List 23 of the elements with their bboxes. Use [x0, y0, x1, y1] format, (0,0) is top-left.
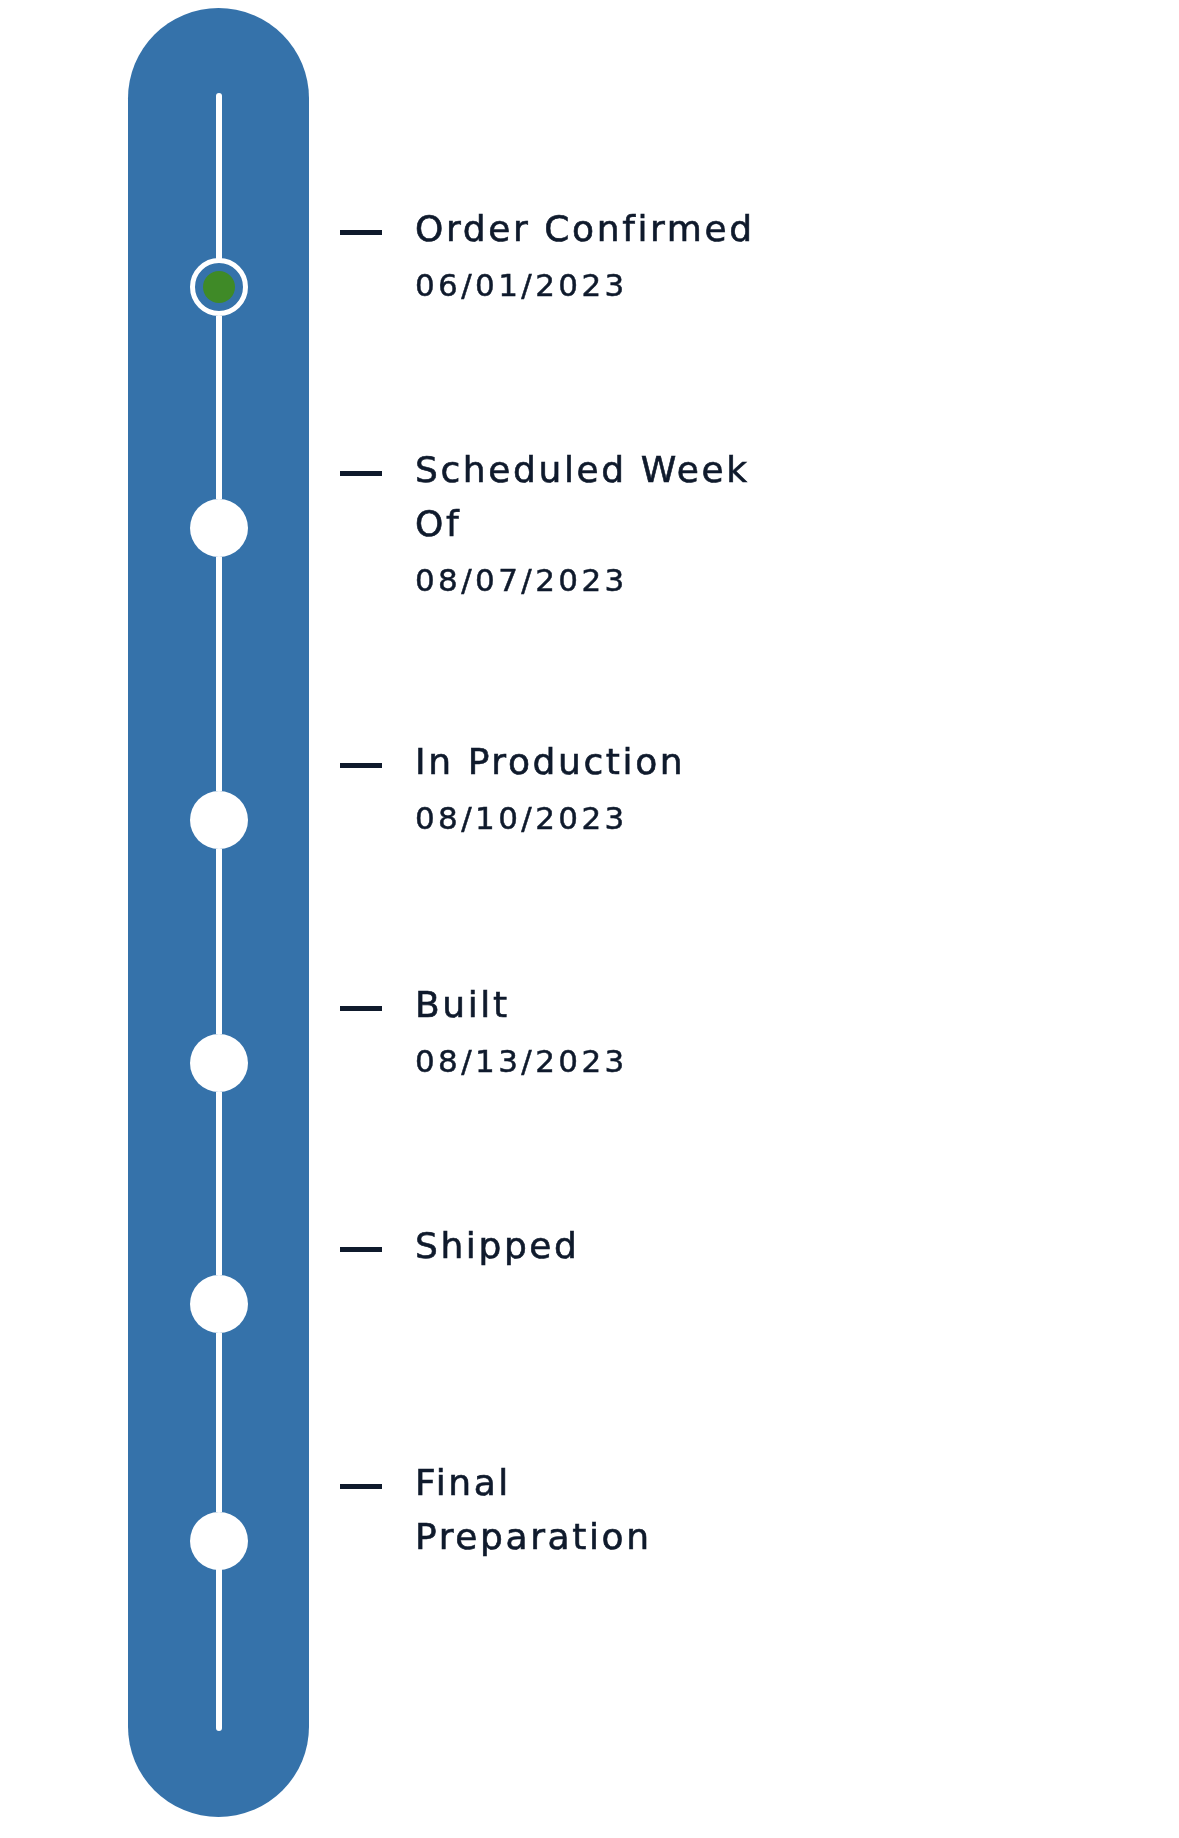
timeline-line: [216, 849, 222, 1034]
timeline-line: [216, 557, 222, 791]
timeline-line: [216, 1333, 222, 1512]
timeline-line: [216, 316, 222, 499]
step-dot: [190, 791, 248, 849]
milestone-date: 08/10/2023: [415, 798, 628, 838]
milestone-title: In Production: [415, 739, 686, 784]
milestone-title: Shipped: [415, 1223, 580, 1268]
milestone-title: Built: [415, 982, 510, 1027]
step-dot: [190, 1512, 248, 1570]
step-dot: [190, 1275, 248, 1333]
milestone-date: 06/01/2023: [415, 265, 628, 305]
milestone-title: Order Confirmed: [415, 206, 755, 251]
timeline-line: [216, 1092, 222, 1275]
milestone-title: Scheduled Week Of: [415, 447, 751, 546]
step-dot: [190, 499, 248, 557]
milestone-date: 08/13/2023: [415, 1041, 628, 1081]
timeline-line: [216, 1567, 222, 1731]
current-step-ring: [190, 258, 248, 316]
milestone-title: Final Preparation: [415, 1460, 653, 1559]
step-dot: [190, 1034, 248, 1092]
milestone-date: 08/07/2023: [415, 560, 628, 600]
timeline-line: [216, 93, 222, 261]
